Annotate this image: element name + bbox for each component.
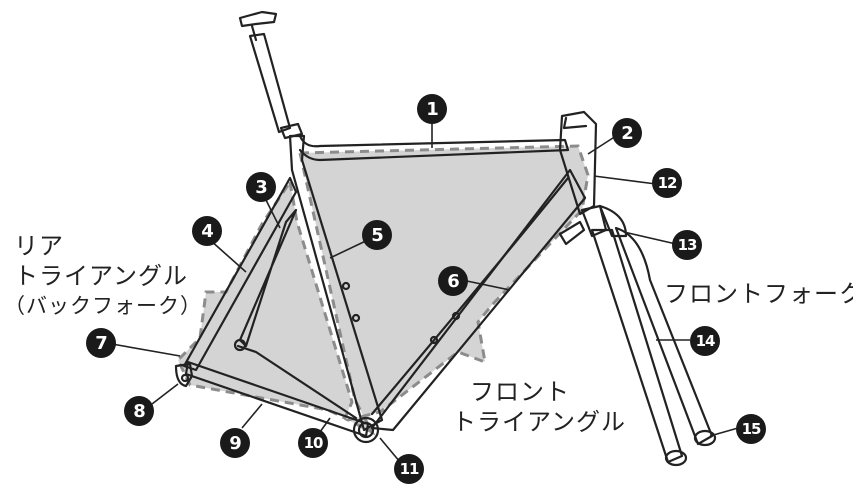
seat-post (248, 32, 292, 134)
callout-3: 3 (246, 172, 276, 202)
callout-15: 15 (736, 414, 766, 444)
seat-tube (288, 134, 384, 432)
callout-13: 13 (672, 230, 702, 260)
saddle-clamp (238, 10, 278, 28)
seat-clamp (279, 122, 304, 140)
callout-1: 1 (417, 94, 447, 124)
callout-14: 14 (690, 326, 720, 356)
fork-crown (598, 204, 628, 238)
callout-11: 11 (394, 454, 424, 484)
front-triangle-label-1: フロント (470, 378, 570, 406)
callout-2: 2 (612, 118, 642, 148)
front-fork-label: フロントフォーク (664, 280, 853, 308)
top-tube (298, 134, 570, 162)
head-tube (558, 110, 598, 216)
fork-blade-right (614, 226, 714, 446)
callout-9: 9 (220, 428, 250, 458)
front-triangle-label-2: トライアングル (452, 408, 627, 436)
bottom-bracket (352, 416, 380, 444)
callout-4: 4 (192, 216, 222, 246)
rear-triangle-label-2: トライアングル (14, 262, 189, 290)
fork-dropout-right (693, 429, 717, 447)
rear-triangle-label-1: リア (14, 232, 64, 260)
fork-blade-left (590, 228, 684, 464)
callout-5: 5 (362, 220, 392, 250)
callout-10: 10 (298, 428, 328, 458)
callout-8: 8 (124, 396, 154, 426)
fork-dropout-left (664, 449, 688, 467)
callout-6: 6 (438, 266, 468, 296)
rear-triangle-label-3: （バックフォーク） (4, 294, 202, 318)
callout-7: 7 (86, 328, 116, 358)
down-tube (370, 168, 587, 432)
callout-12: 12 (652, 168, 682, 198)
seat-stay (182, 176, 298, 372)
rear-dropout (174, 362, 194, 388)
